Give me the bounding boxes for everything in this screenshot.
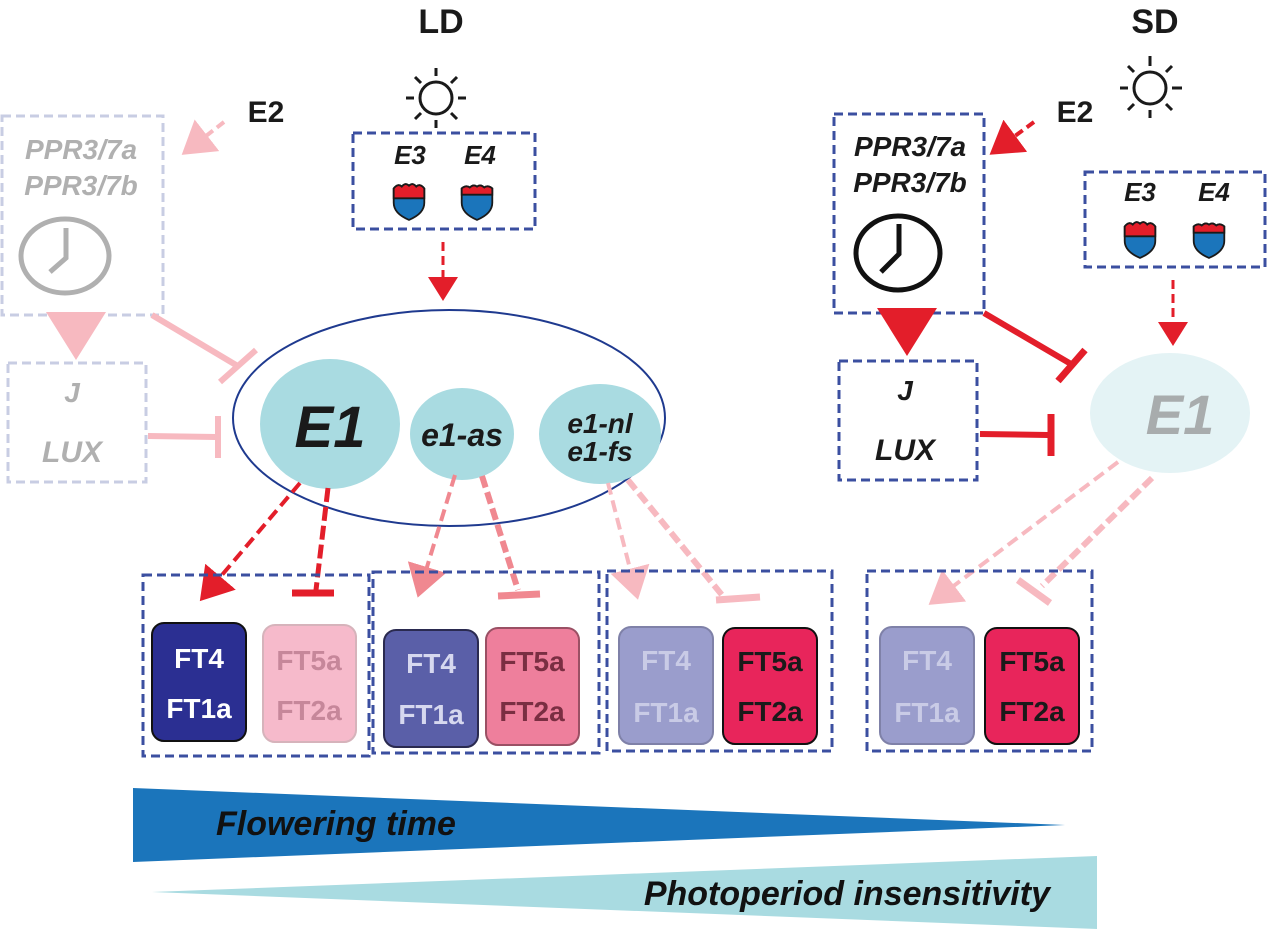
ft4-box: [879, 626, 975, 745]
e1-fs-label: e1-fs: [567, 436, 632, 467]
e4-shield-icon: [1192, 222, 1226, 259]
ld-e4-label: E4: [464, 140, 496, 170]
ld-e3-e4-box: [351, 131, 537, 231]
ft4-box: [383, 629, 479, 748]
ld-jlux-box: [6, 361, 148, 484]
ft2a-label: FT2a: [276, 695, 342, 726]
ft1a-label: FT1a: [894, 697, 960, 728]
e1-nl-fs-node: [539, 384, 661, 484]
sd-e1-represses-ft5: [1039, 475, 1155, 589]
sd-title: SD: [1131, 3, 1178, 41]
e1-represses-ft5: [313, 487, 331, 591]
sd-e1-activates-ft4: [928, 460, 1120, 605]
ft2a-label: FT2a: [737, 696, 803, 727]
ft5a-label: FT5a: [499, 646, 565, 677]
sd-e2-arrow: [989, 119, 1036, 155]
sun-icon: [1120, 56, 1182, 118]
sd-ppr-inhibit-bar: [1055, 347, 1088, 384]
sd-ppr-line1: PPR3/7a: [854, 131, 966, 162]
ft4-label: FT4: [641, 645, 691, 676]
sd-lux-label: LUX: [875, 434, 937, 467]
ft4-box: [618, 626, 714, 745]
ld-ppr-line1: PPR3/7a: [25, 134, 137, 165]
ld-jlux-inhibit-e1: [147, 433, 217, 440]
ft5-box: [485, 627, 580, 746]
e1-alleles-ellipse: [232, 309, 666, 527]
e1nl-activates-ft4: [606, 482, 650, 600]
sd-e1-repress-bar: [1015, 577, 1053, 606]
e1as-represses-ft5: [479, 475, 521, 591]
ld-e3-label: E3: [394, 140, 426, 170]
sd-ppr-line2: PPR3/7b: [853, 167, 967, 198]
ft1a-label: FT1a: [633, 697, 699, 728]
ft2a-label: FT2a: [499, 696, 565, 727]
flowering-time-wedge: [133, 788, 1065, 862]
ft5a-label: FT5a: [276, 645, 342, 676]
e1-node: [260, 359, 400, 489]
e1as-activates-ft4: [407, 474, 457, 598]
sun-icon: [406, 68, 466, 128]
photoperiod-insensitivity-label: Photoperiod insensitivity: [644, 875, 1052, 913]
clock-icon: [18, 216, 112, 296]
e1-as-node: [410, 388, 514, 480]
ld-ppr-line2: PPR3/7b: [24, 170, 138, 201]
sd-jlux-inhibit-e1: [979, 431, 1049, 438]
e1-nl-label: e1-nl: [567, 408, 634, 439]
ft4-label: FT4: [406, 648, 456, 679]
sd-e4-label: E4: [1198, 177, 1230, 207]
sd-e1-label: E1: [1146, 383, 1215, 446]
ft1a-label: FT1a: [166, 693, 232, 724]
ft4-label: FT4: [174, 643, 224, 674]
ld-ppr-inhibit-bar: [218, 347, 258, 385]
ft5-box: [984, 627, 1080, 745]
ft5a-label: FT5a: [999, 646, 1065, 677]
e1nl-represses-ft5: [625, 478, 725, 597]
e1as-repress-bar: [497, 590, 541, 600]
sd-e3-e4-box: [1083, 170, 1267, 269]
e3-shield-icon: [1123, 221, 1157, 259]
ld-lux-label: LUX: [42, 436, 104, 469]
e1-as-label: e1-as: [421, 417, 503, 453]
e3-shield-icon: [392, 183, 426, 221]
ft4-box: [151, 622, 247, 742]
clock-icon: [853, 213, 943, 293]
sd-e2-label: E2: [1057, 96, 1094, 129]
ld-ft-group-3: FT4 FT1a FT5a FT2a: [605, 569, 834, 753]
sd-jlux-box: [837, 359, 979, 482]
sd-j-label: J: [897, 375, 914, 406]
sd-ppr-inhibit-e1: [982, 310, 1073, 367]
sd-e3-label: E3: [1124, 177, 1156, 207]
ft5a-label: FT5a: [737, 646, 803, 677]
ft5-box: [262, 624, 357, 743]
ld-ft-group-1: FT4 FT1a FT5a FT2a: [141, 573, 371, 758]
e4-shield-icon: [460, 184, 494, 221]
e1nl-repress-bar: [715, 593, 761, 604]
ft1a-label: FT1a: [398, 699, 464, 730]
flowering-time-label: Flowering time: [216, 805, 456, 843]
sd-e1-node: [1090, 353, 1250, 473]
ft2a-label: FT2a: [999, 696, 1065, 727]
ld-title: LD: [418, 3, 463, 41]
ft4-label: FT4: [902, 645, 952, 676]
ld-ft-group-2: FT4 FT1a FT5a FT2a: [371, 570, 601, 755]
ld-e2-arrow: [181, 119, 226, 155]
ft5-box: [722, 627, 818, 745]
ld-j-label: J: [64, 377, 81, 408]
ld-e2-label: E2: [248, 96, 285, 129]
sd-ft-group: FT4 FT1a FT5a FT2a: [865, 569, 1094, 753]
e1-activates-ft4: [199, 481, 302, 602]
ld-ppr-inhibit-e1: [150, 312, 238, 368]
photoperiod-insensitivity-wedge: [152, 856, 1097, 929]
e1-label: E1: [295, 395, 366, 460]
